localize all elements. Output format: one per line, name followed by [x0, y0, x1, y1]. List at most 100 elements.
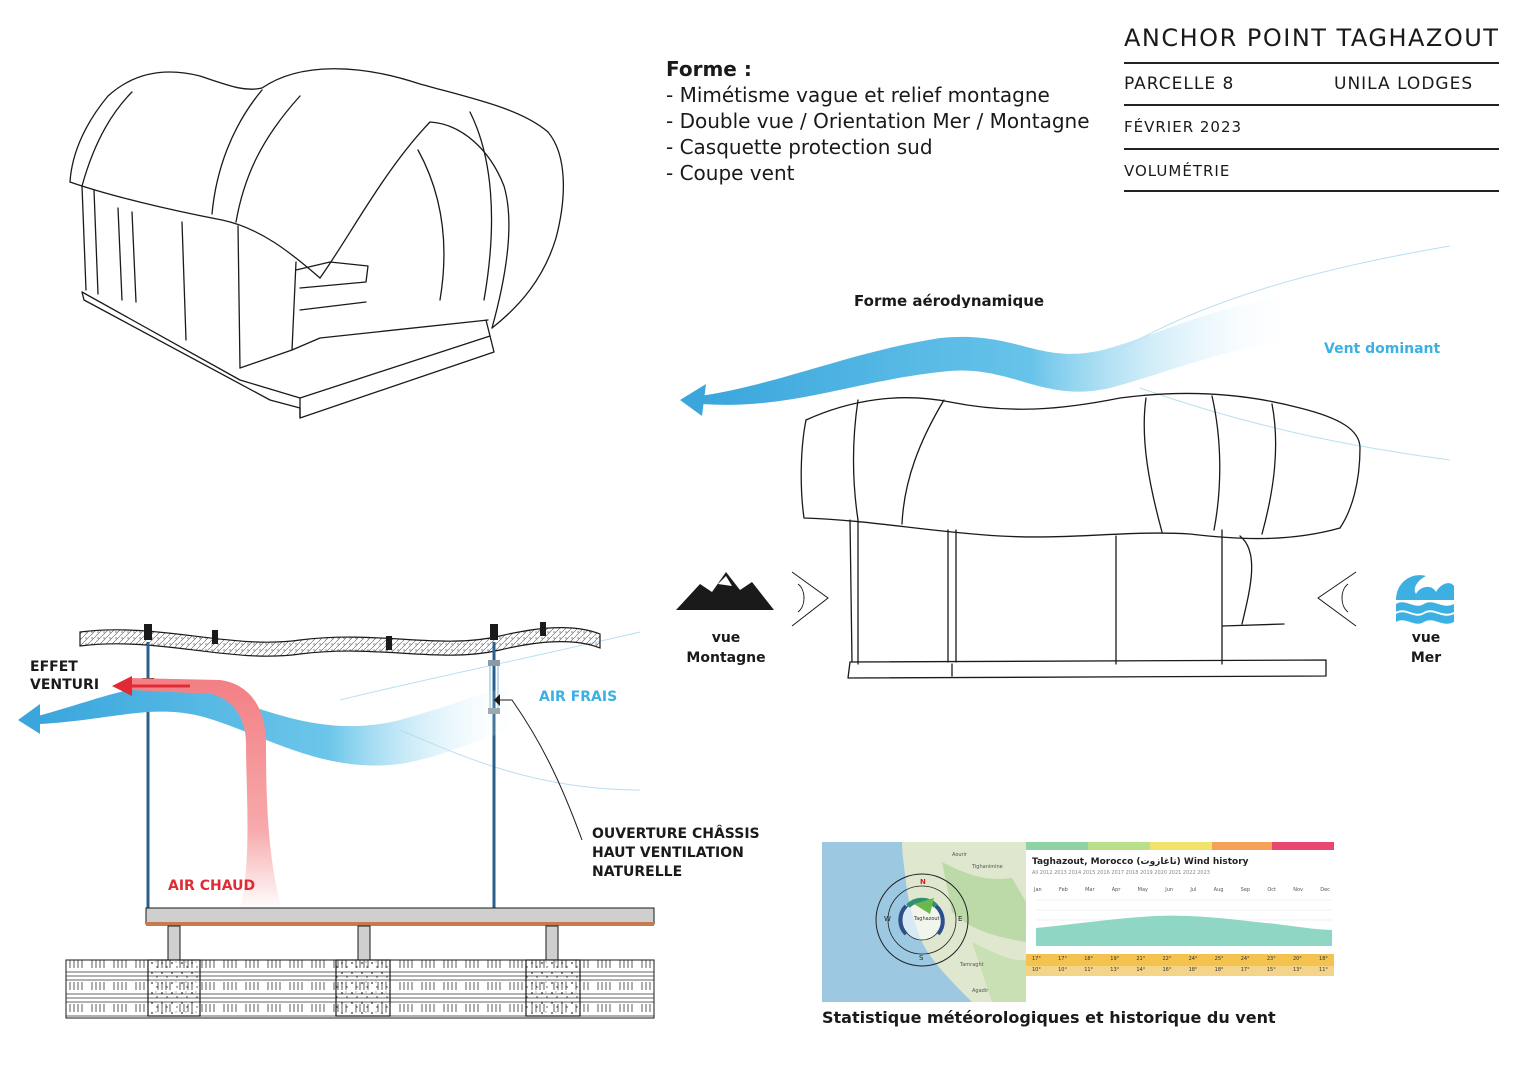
temp-low-value: 16°: [1162, 967, 1172, 973]
project-title: ANCHOR POINT TAGHAZOUT: [1124, 24, 1500, 52]
month-tick-label: Feb: [1058, 887, 1068, 893]
temp-low-value: 18°: [1214, 967, 1224, 973]
temp-high-value: 18°: [1084, 956, 1094, 962]
map-place-label: Aourir: [952, 852, 968, 858]
wind-history-chart: Taghazout, Morocco (تاغازوت) Wind histor…: [1026, 842, 1334, 1002]
map-place-label: Agadir: [972, 988, 989, 994]
window-opening-line: HAUT VENTILATION: [592, 845, 744, 861]
temp-high-value: 25°: [1214, 956, 1224, 962]
view-sea-label: vue Mer: [1396, 628, 1456, 668]
aerodynamic-label: Forme aérodynamique: [854, 292, 1045, 308]
temp-low-value: 11°: [1084, 967, 1094, 973]
window-opening-line: NATURELLE: [592, 864, 683, 880]
forme-item: - Double vue / Orientation Mer / Montagn…: [666, 109, 1090, 133]
forme-item: - Coupe vent: [666, 161, 795, 185]
month-tick-label: Jul: [1190, 887, 1197, 893]
view-sea-line: Mer: [1410, 650, 1442, 666]
compass-east: E: [958, 915, 963, 923]
month-tick-label: Jan: [1034, 887, 1042, 893]
temp-low-value: 14°: [1136, 967, 1146, 973]
month-tick-label: Sep: [1240, 887, 1251, 893]
date-label: FÉVRIER 2023: [1124, 118, 1243, 136]
view-marker-sea: [1317, 571, 1357, 627]
section-diagram: [18, 622, 655, 1019]
compass-south: S: [919, 954, 924, 962]
title-divider: [1124, 104, 1499, 106]
title-divider: [1124, 190, 1499, 192]
temp-low-value: 11°: [1319, 967, 1328, 973]
temp-high-row: 17° 17° 18° 19° 21° 22° 24° 25° 24° 23° 20° 18°: [1028, 956, 1332, 962]
month-tick-label: May: [1137, 887, 1149, 893]
temp-low-value: 10°: [1032, 967, 1041, 973]
temp-high-value: 24°: [1240, 956, 1250, 962]
subject-label: VOLUMÉTRIE: [1124, 162, 1231, 180]
month-tick-label: Oct: [1267, 887, 1276, 893]
chart-drawing: [1026, 842, 1334, 976]
temp-high-value: 19°: [1110, 956, 1120, 962]
temp-low-value: 15°: [1266, 967, 1276, 973]
view-mountain-line: Montagne: [686, 650, 766, 666]
month-tick-label: Jun: [1165, 887, 1174, 893]
view-sea-line: vue: [1411, 630, 1441, 646]
temp-high-value: 22°: [1162, 956, 1172, 962]
temp-low-value: 17°: [1240, 967, 1250, 973]
band-5: [1272, 842, 1334, 850]
month-tick-label: Mar: [1085, 887, 1095, 893]
map-place-label: Tamraght: [960, 962, 984, 968]
fresh-air-label: AIR FRAIS: [539, 689, 618, 705]
chart-title: Taghazout, Morocco (تاغازوت) Wind histor…: [1032, 857, 1249, 867]
temp-high-value: 24°: [1188, 956, 1198, 962]
temp-high-value: 17°: [1032, 956, 1041, 962]
venturi-line: VENTURI: [30, 677, 100, 693]
map-place-label: Taghazout: [914, 916, 940, 922]
temp-high-value: 21°: [1136, 956, 1146, 962]
title-divider: [1124, 148, 1499, 150]
band-1: [1026, 842, 1088, 850]
month-tick-label: Apr: [1111, 887, 1121, 893]
forme-heading: Forme :: [666, 57, 752, 81]
temp-low-value: 13°: [1292, 967, 1302, 973]
month-tick-label: Nov: [1293, 887, 1303, 893]
elevation-sketch: [800, 392, 1361, 679]
month-tick-label: Dec: [1320, 887, 1330, 893]
weather-caption: Statistique météorologiques et historiqu…: [822, 1008, 1276, 1027]
compass-north: N: [920, 878, 926, 886]
view-marker-mountain: [791, 571, 829, 627]
compass-west: W: [884, 915, 891, 923]
perspective-sketch: [69, 68, 565, 419]
month-tick-label: Aug: [1213, 887, 1224, 893]
temp-high-value: 20°: [1292, 956, 1302, 962]
venturi-label: EFFET VENTURI: [30, 658, 99, 694]
map-place-label: Tighanimine: [972, 864, 1003, 870]
temp-low-row: 10°10°11°13°14°16°18°18°17°15°13°11°: [1028, 967, 1332, 973]
view-mountain-line: vue: [711, 630, 741, 646]
lodge-label: UNILA LODGES: [1334, 74, 1474, 94]
prevailing-wind-arrow: [680, 245, 1451, 461]
sea-wave-icon: [1396, 575, 1454, 624]
forme-item: - Mimétisme vague et relief montagne: [666, 83, 1050, 107]
title-divider: [1124, 62, 1499, 64]
temp-high-value: 18°: [1319, 956, 1328, 962]
forme-item: - Casquette protection sud: [666, 135, 933, 159]
prevailing-wind-label: Vent dominant: [1324, 341, 1441, 357]
band-4: [1212, 842, 1272, 850]
forme-notes: Forme : - Mimétisme vague et relief mont…: [666, 56, 1090, 186]
temp-low-value: 18°: [1188, 967, 1198, 973]
view-mountain-label: vue Montagne: [680, 628, 772, 668]
temp-high-value: 17°: [1058, 956, 1067, 962]
band-3: [1150, 842, 1212, 850]
band-2: [1088, 842, 1150, 850]
temp-high-value: 23°: [1266, 956, 1276, 962]
temp-low-value: 13°: [1110, 967, 1120, 973]
year-filter[interactable]: All 2012 2013 2014 2015 2016 2017 2018 2…: [1032, 870, 1210, 876]
venturi-line: EFFET: [30, 659, 78, 675]
map-drawing: [875, 842, 1026, 1002]
month-axis: Jan Feb Mar Apr May Jun Jul Aug Sep Oct Nov Dec: [1034, 887, 1330, 893]
window-opening-label: OUVERTURE CHÂSSIS HAUT VENTILATION NATUR…: [592, 825, 760, 882]
parcel-label: PARCELLE 8: [1124, 74, 1235, 94]
mountain-icon: [676, 572, 774, 610]
wind-history-widget: N E S W Tighanimine Aourir Taghazout Tam…: [822, 842, 1334, 1002]
hot-air-label: AIR CHAUD: [168, 878, 256, 894]
window-opening-line: OUVERTURE CHÂSSIS: [592, 826, 760, 842]
